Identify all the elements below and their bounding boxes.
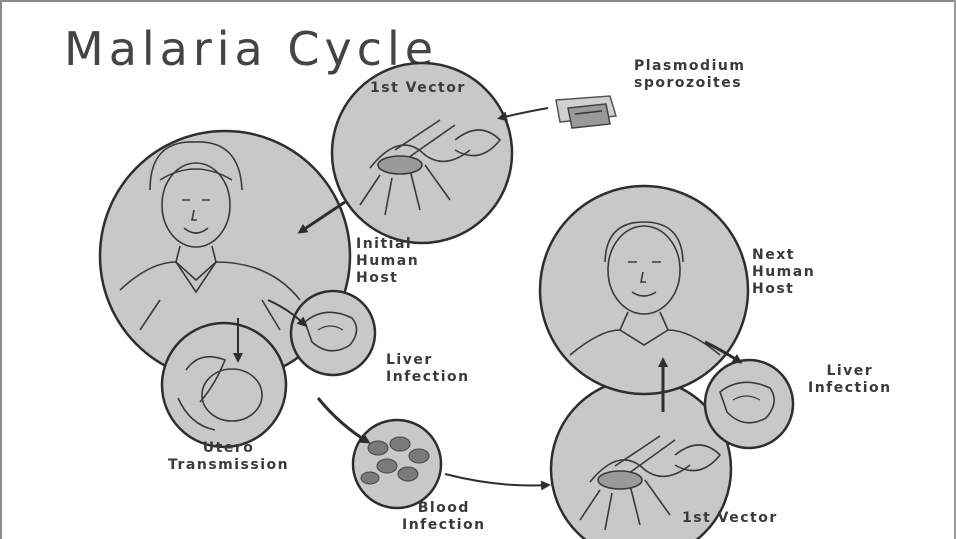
sporozoites-illustration <box>556 96 616 128</box>
label-plasmodium-line2: sporozoites <box>634 75 745 92</box>
next-host-circle <box>540 186 748 394</box>
label-liver-left-line1: Liver <box>386 352 470 369</box>
label-initial-host: Initial Human Host <box>356 236 419 287</box>
label-utero-line1: Utero <box>168 440 289 457</box>
label-first-vector-top: 1st Vector <box>370 80 466 97</box>
label-liver-right: Liver Infection <box>808 363 892 397</box>
label-utero-transmission: Utero Transmission <box>168 440 289 474</box>
label-liver-left-line2: Infection <box>386 369 470 386</box>
label-plasmodium-line1: Plasmodium <box>634 58 745 75</box>
label-liver-left: Liver Infection <box>386 352 470 386</box>
utero-circle <box>162 323 286 447</box>
label-initial-host-line2: Human <box>356 253 419 270</box>
label-liver-right-line1: Liver <box>808 363 892 380</box>
label-initial-host-line3: Host <box>356 270 419 287</box>
liver-circle-right <box>705 360 793 448</box>
label-first-vector-bottom: 1st Vector <box>682 510 778 527</box>
label-next-host: Next Human Host <box>752 247 815 298</box>
label-blood-infection: Blood Infection <box>402 500 486 534</box>
arrow-utero-to-blood <box>318 398 368 442</box>
label-blood-line2: Infection <box>402 517 486 534</box>
label-liver-right-line2: Infection <box>808 380 892 397</box>
blood-circle <box>353 420 441 508</box>
label-initial-host-line1: Initial <box>356 236 419 253</box>
liver-circle-left <box>291 291 375 375</box>
arrow-sporozoites-to-vector <box>500 108 548 118</box>
arrow-blood-to-vector <box>445 474 548 486</box>
label-next-host-line2: Human <box>752 264 815 281</box>
label-blood-line1: Blood <box>402 500 486 517</box>
label-utero-line2: Transmission <box>168 457 289 474</box>
label-next-host-line1: Next <box>752 247 815 264</box>
label-plasmodium: Plasmodium sporozoites <box>634 58 745 92</box>
label-next-host-line3: Host <box>752 281 815 298</box>
